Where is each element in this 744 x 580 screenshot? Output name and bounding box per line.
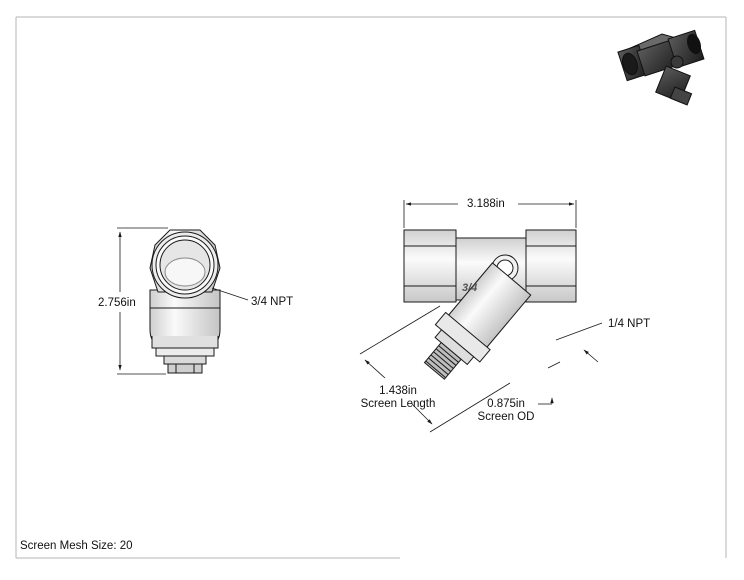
screen-length-caption: Screen Length	[360, 398, 436, 410]
mesh-size-note: Screen Mesh Size: 20	[20, 540, 133, 552]
screen-od-caption: Screen OD	[477, 411, 535, 423]
overall-height-label: 2.756in	[98, 297, 136, 309]
front-dimensions	[359, 200, 603, 433]
drain-port-callout: 1/4 NPT	[608, 318, 651, 330]
screen-length-value: 1.438in	[379, 385, 417, 397]
body-size-marking: 3/4	[462, 282, 478, 294]
overall-length-label: 3.188in	[467, 198, 505, 210]
screen-od-value: 0.875in	[487, 398, 525, 410]
iso-view-render	[617, 29, 705, 106]
sheet-border	[15, 16, 727, 559]
front-view	[403, 229, 577, 380]
height-dimension	[117, 227, 249, 375]
main-port-callout: 3/4 NPT	[251, 296, 294, 308]
end-view	[149, 229, 221, 374]
